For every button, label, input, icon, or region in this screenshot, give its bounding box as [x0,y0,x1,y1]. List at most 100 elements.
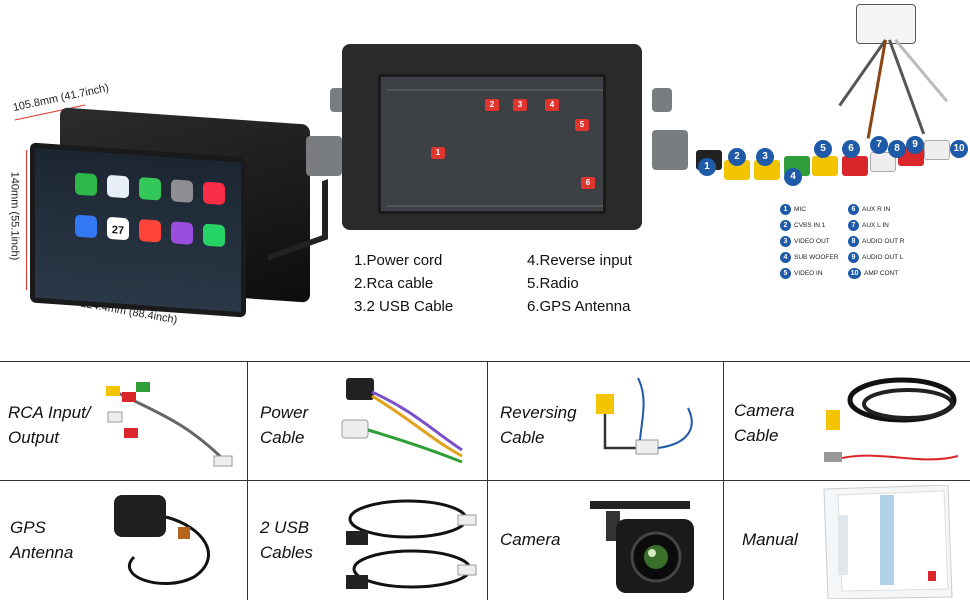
legend-row: 3 VIDEO OUT [780,236,830,247]
map-app-icon [107,174,129,199]
whatsapp-app-icon [203,223,225,248]
accessory-label: 2 USB Cables [260,515,313,565]
legend-number: 9 [848,252,859,263]
settings-app-icon [171,179,193,203]
port-tag-6: 6 [581,177,595,189]
legend-label: VIDEO OUT [794,238,830,245]
accessory-camera-cable: Camera Cable [724,362,970,481]
camera-image [590,501,694,593]
legend-label: VIDEO IN [794,270,823,277]
legend-label: SUB WOOFER [794,254,839,261]
podcasts-app-icon [171,221,193,245]
gps-antenna-image [114,495,210,586]
legend-number: 8 [848,236,859,247]
right-upper-ear [652,88,672,112]
accessory-label: Reversing Cable [500,400,577,450]
plug-number: 2 [728,148,746,166]
accessory-usb: 2 USB Cables [248,481,488,600]
label-line: Cables [260,543,313,562]
legend-number: 2 [780,220,791,231]
now-playing-app-icon [139,219,161,243]
legend-label: AUDIO OUT R [862,238,905,245]
port-tag-4: 4 [545,99,559,111]
right-mount-ear [652,130,688,170]
label-line: Power [260,403,309,422]
carplay-home: 27 [35,147,241,313]
rca-harness-figure: 1 2 3 4 5 6 7 8 9 10 [688,0,970,200]
legend-number: 1 [780,204,791,215]
port-tag-5: 5 [575,119,589,131]
plug-number: 3 [756,148,774,166]
port-list: 1.Power cord 2.Rca cable 3.2 USB Cable 4… [354,252,684,322]
accessory-reversing: Reversing Cable [488,362,724,481]
carhome-app-icon [75,214,97,239]
left-mount-ear [306,136,342,176]
legend-row: 8 AUDIO OUT R [848,236,905,247]
port-item: 6.GPS Antenna [527,298,631,315]
plug-number: 6 [842,140,860,158]
port-item: 1.Power cord [354,252,443,269]
panel-rib [387,89,603,91]
reversing-cable-image [596,377,693,455]
legend-row: 5 VIDEO IN [780,268,823,279]
port-tag-2: 2 [485,99,499,111]
accessory-label: Manual [742,527,798,552]
height-dimension: 140mm (55.1inch) [8,171,21,261]
legend-number: 3 [780,236,791,247]
legend-label: AUDIO OUT L [862,254,904,261]
port-tag-3: 3 [513,99,527,111]
legend-row: 2 CVBS IN 1 [780,220,825,231]
plug-number: 7 [870,136,888,154]
rca-plug [724,160,750,180]
accessories-grid: RCA Input/ Output Power Cable Reversing … [0,361,970,600]
rca-plug [812,156,838,176]
head-unit-screen: 27 [30,142,246,318]
power-cable-image [341,378,463,464]
port-item: 2.Rca cable [354,275,434,292]
label-line: RCA Input/ [8,403,91,422]
legend-number: 6 [848,204,859,215]
legend-number: 10 [848,268,861,279]
label-line: Cable [734,426,779,445]
accessory-camera: Camera [488,481,724,600]
plug-number: 9 [906,136,924,154]
legend-label: AUX R IN [862,206,891,213]
accessory-manual: Manual [724,481,970,600]
legend-number: 4 [780,252,791,263]
port-item: 4.Reverse input [527,252,633,269]
plug-number: 5 [814,140,832,158]
rca-cable-image [106,382,233,467]
plug-number: 8 [888,140,906,158]
camera-cable-image [824,377,959,462]
calendar-date: 27 [111,224,125,238]
legend-row: 9 AUDIO OUT L [848,252,903,263]
rca-legend: 1 MIC 2 CVBS IN 1 3 VIDEO OUT 4 SUB WOOF… [780,204,960,282]
legend-label: CVBS IN 1 [794,222,826,229]
manual-image [823,485,953,599]
plug-number: 10 [950,140,968,158]
legend-number: 7 [848,220,859,231]
port-tag-1: 1 [431,147,445,159]
label-line: GPS [10,518,46,537]
accessory-label: Power Cable [260,400,308,450]
back-panel-inner: 1 2 3 4 5 6 [378,74,606,214]
port-item: 3.2 USB Cable [354,298,454,315]
usb-cables-image [346,499,477,589]
product-overview: 105.8mm (41.7inch) 140mm (55.1inch) 224.… [0,0,970,360]
legend-row: 6 AUX R IN [848,204,890,215]
accessory-label: GPS Antenna [10,515,73,565]
head-unit-figure: 105.8mm (41.7inch) 140mm (55.1inch) 224.… [0,70,340,360]
port-item: 5.Radio [527,275,579,292]
music-app-icon [203,181,225,206]
label-line: Camera [500,530,561,549]
legend-label: MIC [794,206,806,213]
plug-number: 1 [698,158,716,176]
accessory-power: Power Cable [248,362,488,481]
legend-row: 4 SUB WOOFER [780,252,838,263]
legend-row: 7 AUX L IN [848,220,889,231]
accessory-gps: GPS Antenna [0,481,248,600]
label-line: Camera [734,401,795,420]
label-line: Antenna [10,543,74,562]
legend-number: 5 [780,268,791,279]
plug-number: 4 [784,168,802,186]
